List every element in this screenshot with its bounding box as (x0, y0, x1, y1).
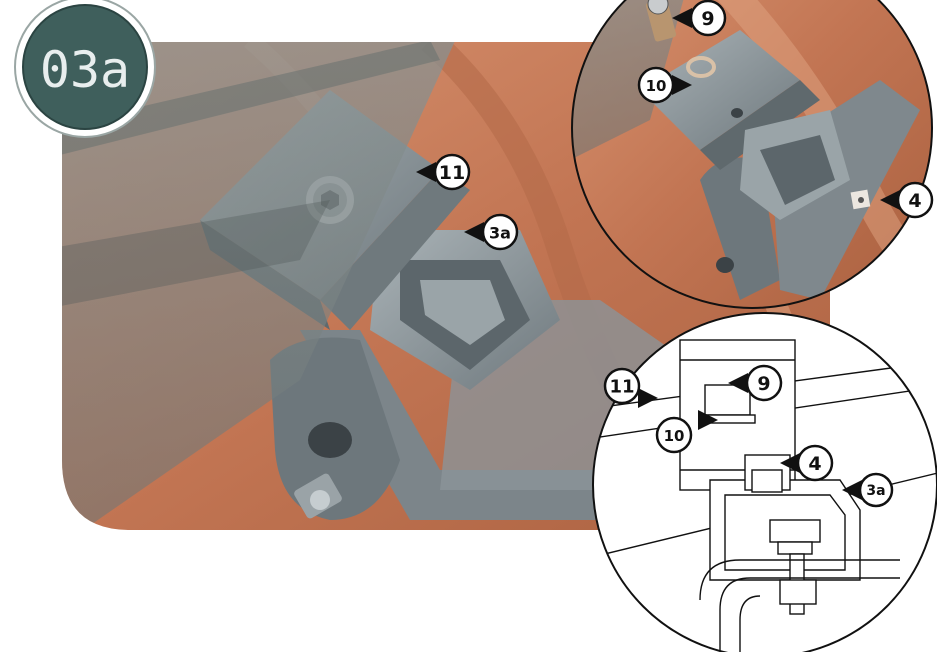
callout-4-bottom: 4 (780, 444, 834, 482)
callout-label: 4 (808, 453, 821, 475)
zoom-detail-bottom (592, 312, 937, 652)
step-label: 03a (40, 41, 130, 99)
callout-10-bottom: 10 (655, 410, 718, 454)
callout-label: 10 (646, 77, 667, 95)
callout-9-top: 9 (672, 0, 727, 37)
callout-label: 11 (439, 162, 465, 184)
callout-3a-bottom: 3a (842, 472, 894, 508)
callout-label: 4 (908, 190, 921, 212)
callout-4-top: 4 (880, 181, 934, 219)
zoom-detail-top (571, 0, 933, 309)
callout-label: 9 (757, 373, 770, 395)
callout-label: 11 (609, 377, 634, 398)
callout-label: 9 (701, 8, 714, 30)
callout-label: 3a (866, 483, 885, 499)
callout-label: 3a (489, 224, 511, 243)
callout-3a-main: 3a (464, 213, 519, 251)
callout-11-bottom: 11 (603, 367, 658, 408)
callout-11-main: 11 (416, 153, 471, 191)
callout-label: 10 (664, 427, 685, 445)
callout-9-bottom: 9 (728, 364, 783, 402)
callout-10-top: 10 (637, 66, 692, 104)
step-badge: 03a (14, 0, 156, 138)
